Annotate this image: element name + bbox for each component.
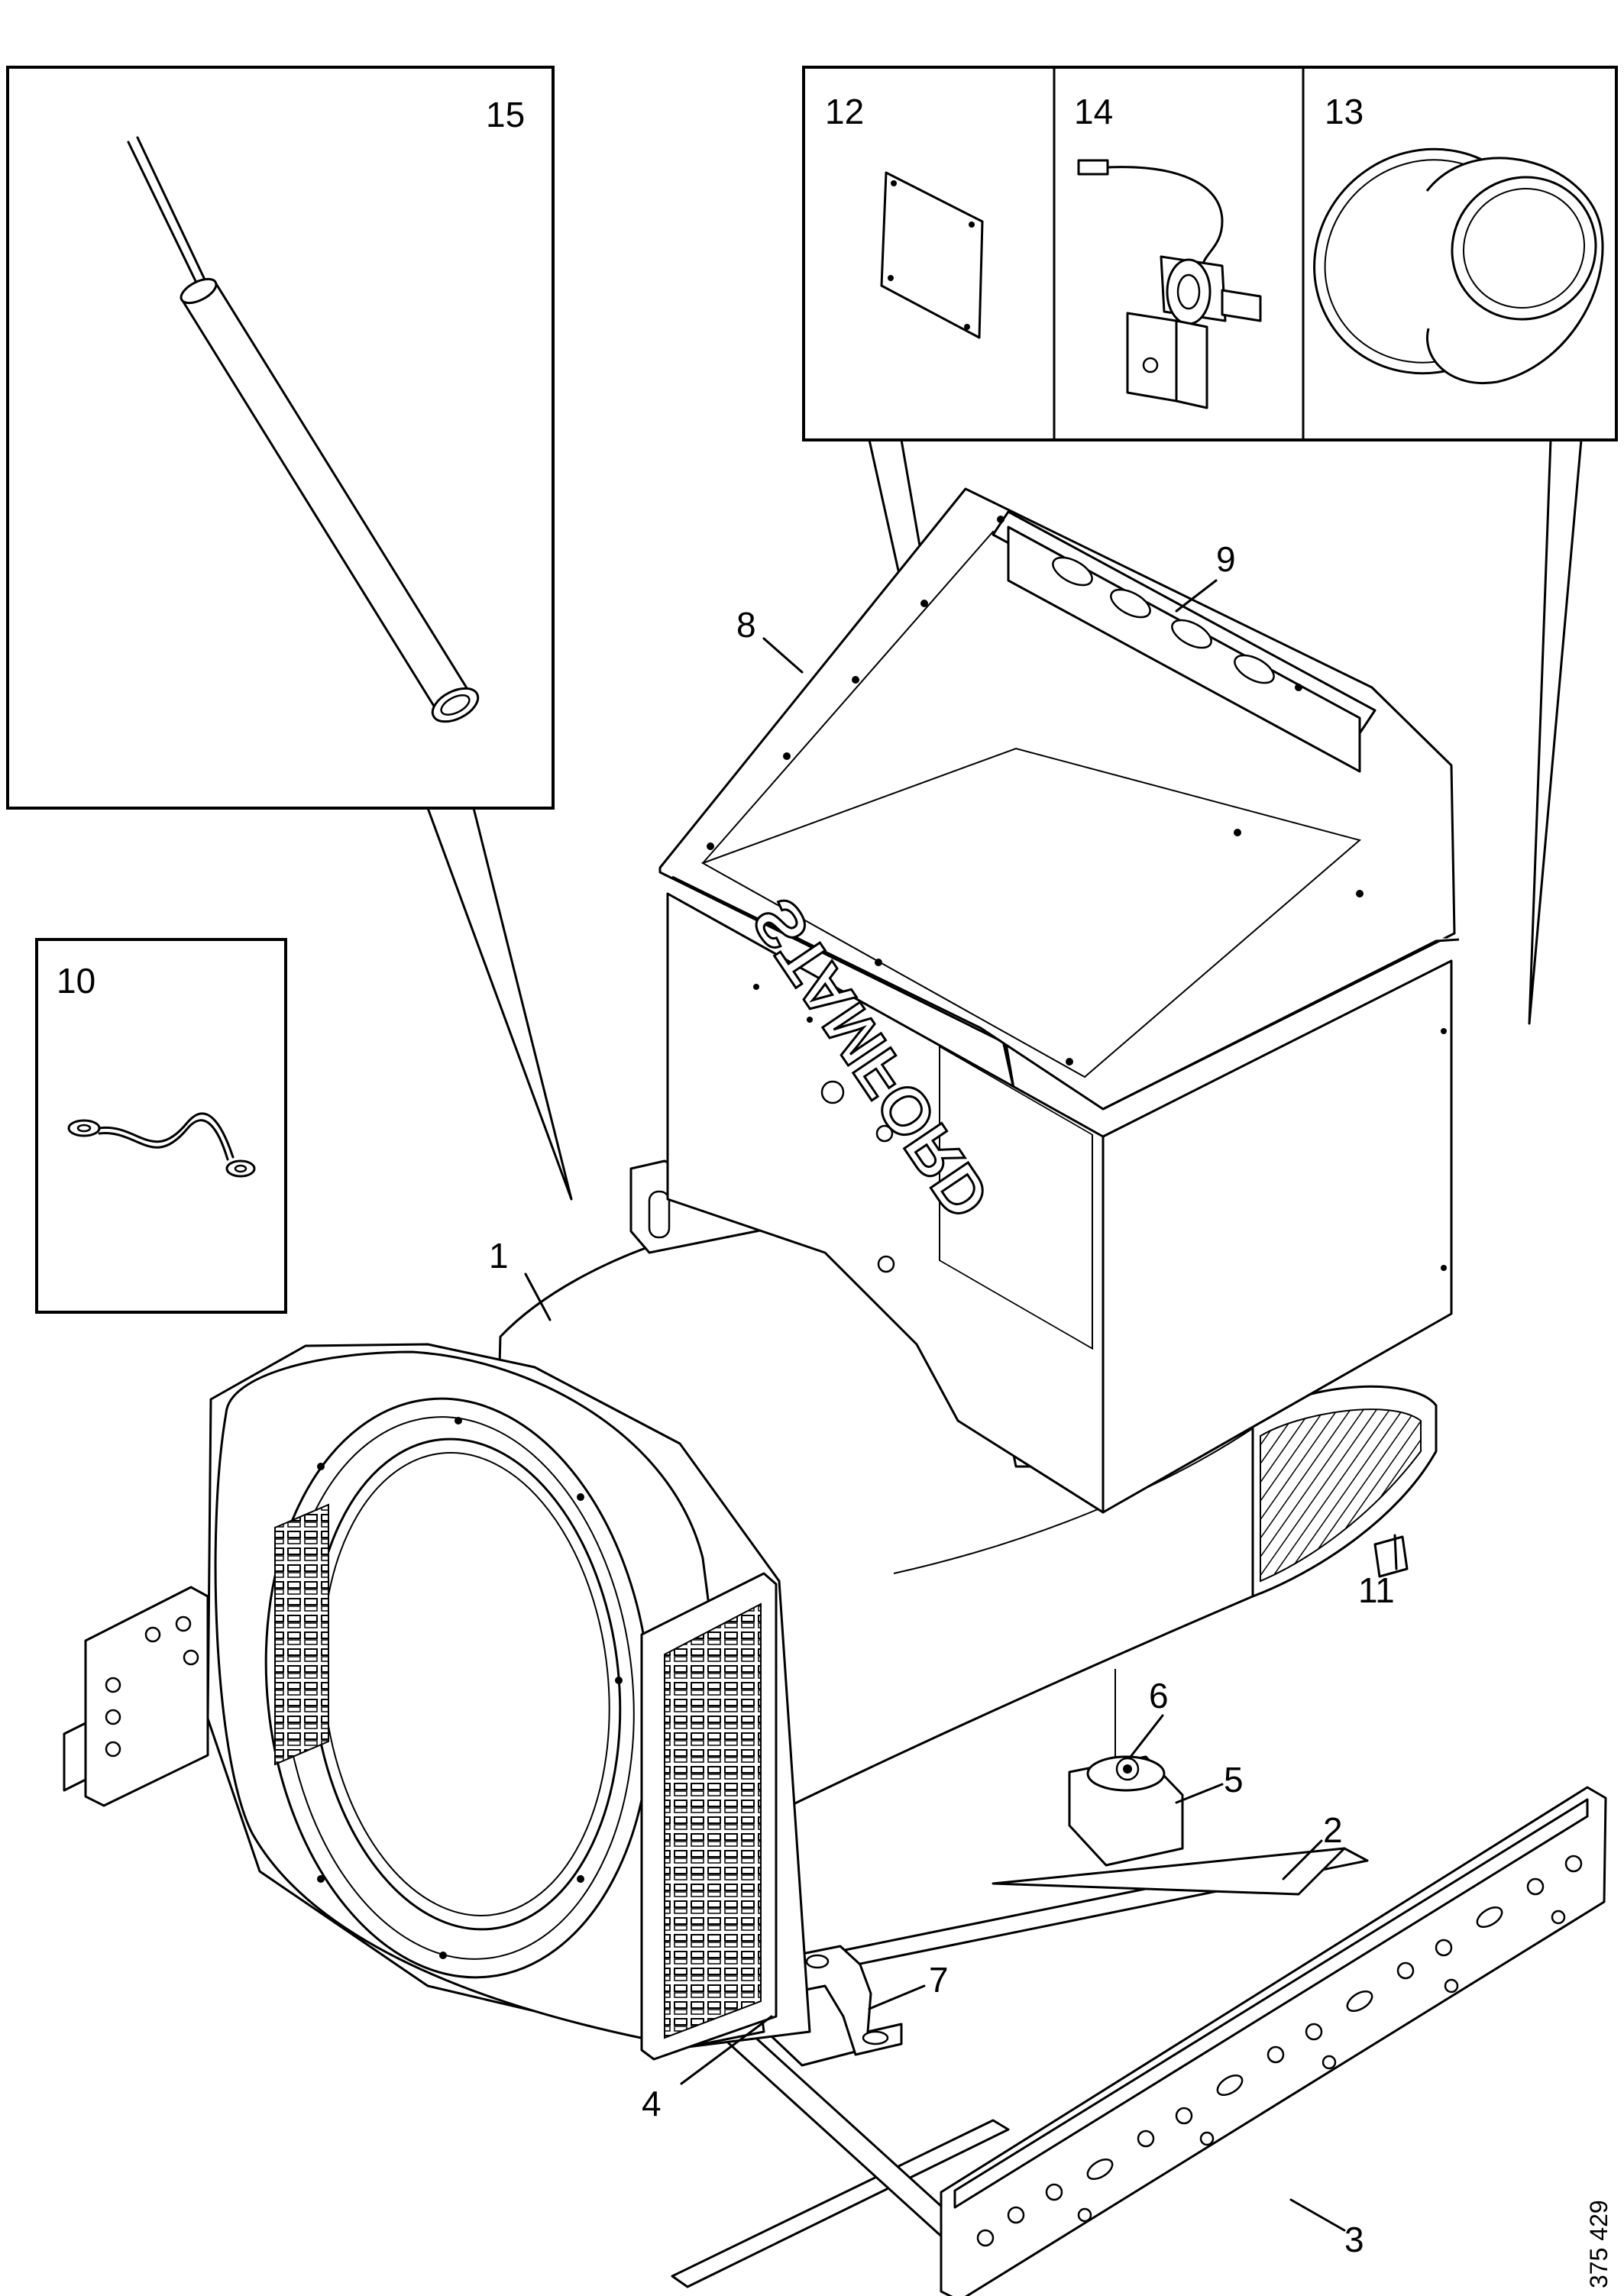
callout-7: 7 — [929, 1960, 949, 2000]
terminal-box: STAMFORD — [658, 487, 1460, 1514]
leader-lines — [524, 579, 1398, 2232]
front-rail-holes — [976, 1855, 1583, 2247]
bearing-cover — [1313, 147, 1604, 384]
drawing-reference: 375 429 — [1585, 2200, 1613, 2288]
base-frame — [63, 1586, 1607, 2296]
inset-10-earth-lead: 10 — [35, 938, 287, 1314]
callout-4: 4 — [642, 2084, 662, 2123]
earth-lead-cable — [67, 1112, 256, 1178]
callout-8: 8 — [736, 605, 756, 645]
callout-15: 15 — [486, 95, 525, 134]
rear-rail-holes — [105, 1615, 199, 1758]
callout-5: 5 — [1224, 1760, 1244, 1800]
callout-2: 2 — [1323, 1810, 1343, 1850]
callout-10: 10 — [57, 961, 95, 1001]
cover-plate — [880, 171, 984, 339]
inset-group-12-14-13: 12 14 13 — [802, 66, 1618, 1094]
callout-14: 14 — [1074, 92, 1113, 131]
foot-mount-rear — [1068, 1755, 1184, 1867]
gland-plate-9 — [1007, 525, 1361, 773]
terminal-box-holes — [753, 984, 1447, 1273]
heater-rod — [127, 136, 480, 723]
callout-6: 6 — [1149, 1676, 1169, 1716]
callout-12: 12 — [825, 92, 864, 131]
callout-1: 1 — [489, 1236, 509, 1276]
inset-15-heater: 15 — [6, 66, 573, 1201]
drive-end-adaptor — [206, 1343, 811, 2061]
callout-3: 3 — [1344, 2220, 1364, 2259]
lid-frame-bolts — [707, 516, 1364, 1066]
callout-11: 11 — [1358, 1570, 1395, 1610]
callout-13: 13 — [1325, 92, 1364, 131]
current-transformer — [1077, 159, 1262, 409]
callout-9: 9 — [1216, 539, 1236, 579]
callout-labels: 1 2 3 4 5 6 7 8 9 11 — [489, 539, 1395, 2259]
